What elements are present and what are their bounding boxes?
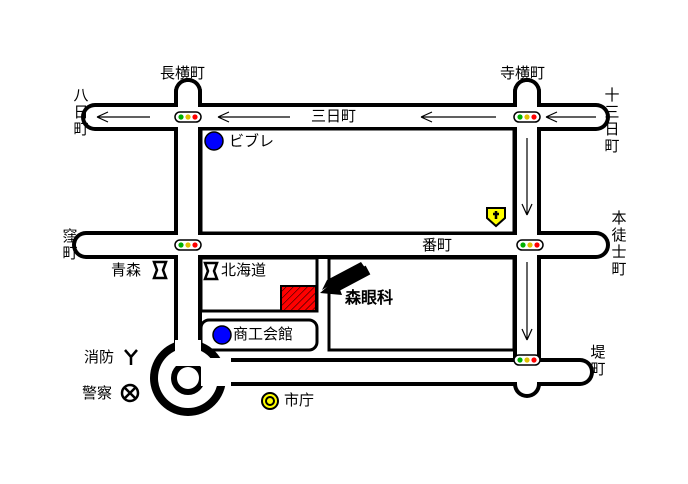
city-blocks bbox=[199, 127, 516, 352]
label-hontogishimachi: 本徒士町 bbox=[611, 209, 627, 278]
label-keisatsu: 警察 bbox=[82, 384, 113, 402]
arrow-left-1 bbox=[96, 111, 150, 123]
clinic-location bbox=[280, 285, 317, 312]
label-terayokocho: 寺横町 bbox=[500, 64, 546, 82]
block-shoukou bbox=[199, 318, 319, 352]
hospital-icon bbox=[486, 207, 506, 228]
label-kubomachi: 窪町 bbox=[62, 227, 78, 262]
label-sannichimachi: 三日町 bbox=[308, 109, 360, 124]
traffic-signal-icon bbox=[513, 354, 541, 366]
label-clinic: 森眼科 bbox=[345, 288, 394, 307]
bank-icon bbox=[203, 261, 219, 281]
label-nagayokocho: 長横町 bbox=[160, 64, 206, 82]
bank-icon bbox=[152, 260, 168, 280]
arrow-left-3 bbox=[420, 111, 496, 123]
police-icon bbox=[120, 383, 140, 403]
traffic-signals bbox=[174, 111, 544, 366]
arrow-left-2 bbox=[217, 111, 290, 123]
store-circle-icon bbox=[204, 131, 224, 151]
traffic-signal-icon bbox=[174, 239, 202, 251]
label-banchou: 番町 bbox=[422, 236, 453, 254]
label-bible: ビブレ bbox=[229, 132, 275, 150]
label-aomori: 青森 bbox=[111, 261, 142, 279]
traffic-signal-icon bbox=[513, 111, 541, 123]
label-shichou: 市庁 bbox=[284, 391, 315, 409]
store-circle-icon bbox=[212, 325, 232, 345]
direction-arrows bbox=[96, 111, 596, 341]
label-hokkaido: 北海道 bbox=[221, 261, 267, 279]
label-youkamachi: 八日町 bbox=[73, 86, 89, 138]
traffic-signal-icon bbox=[174, 111, 202, 123]
arrow-down-2 bbox=[521, 262, 533, 341]
city-hall-icon bbox=[261, 392, 279, 410]
traffic-signal-icon bbox=[516, 239, 544, 251]
fire-station-icon bbox=[124, 349, 138, 365]
label-shoukou-kaikan: 商工会館 bbox=[233, 325, 294, 343]
roundabout bbox=[150, 340, 231, 416]
label-shouboo: 消防 bbox=[84, 348, 115, 366]
arrow-left-4 bbox=[545, 111, 596, 123]
label-juusannichimachi: 十三日町 bbox=[604, 86, 620, 155]
block-bible bbox=[199, 127, 516, 235]
arrow-down-1 bbox=[521, 138, 533, 216]
pointer-arrow-icon bbox=[320, 262, 371, 295]
label-tsutsumimachi: 堤町 bbox=[590, 343, 606, 378]
